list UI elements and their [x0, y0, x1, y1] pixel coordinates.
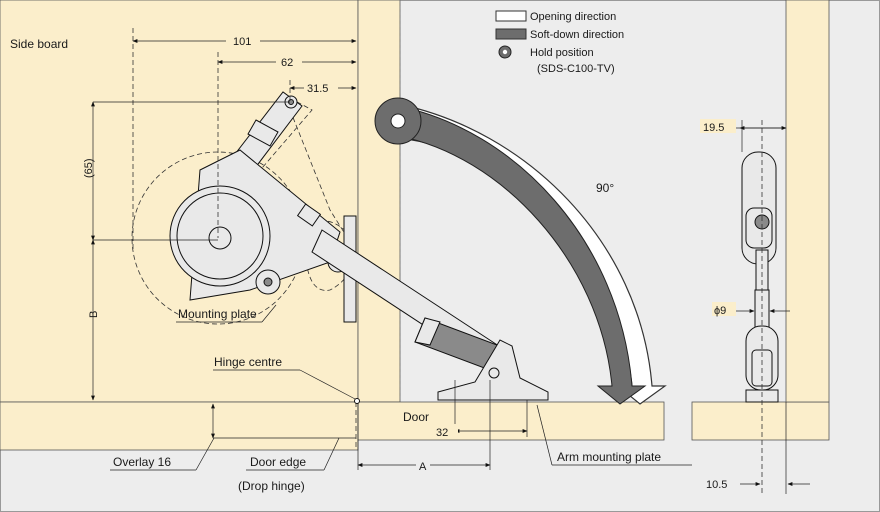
side-board-sideview — [785, 0, 830, 403]
mounting-plate-label: Mounting plate — [178, 307, 257, 321]
opening-arc-arrow: 90° — [374, 97, 667, 405]
legend-opening: Opening direction — [530, 11, 616, 23]
sideview-dimensions: 19.5 ϕ9 10.5 — [700, 119, 810, 494]
legend-softdown: Soft-down direction — [530, 29, 624, 41]
legend-hold-model: (SDS-C100-TV) — [537, 63, 615, 75]
dim-31-5: 31.5 — [307, 83, 328, 95]
door-edge-label: Door edge — [250, 455, 306, 469]
door-label: Door — [403, 410, 429, 424]
door-panel-sideview — [691, 401, 830, 441]
dim-phi9: ϕ9 — [714, 305, 726, 317]
arm-mounting-plate-label: Arm mounting plate — [557, 450, 661, 464]
hinge-mechanism — [131, 91, 549, 401]
door-panel-left — [0, 401, 359, 451]
hinge-centre-point — [354, 398, 360, 404]
legend: Opening direction Soft-down direction Ho… — [495, 10, 624, 75]
dim-b: B — [88, 311, 100, 318]
side-board-panel — [0, 0, 359, 403]
softdown-swatch — [495, 28, 527, 40]
overlay-label: Overlay 16 — [113, 455, 171, 469]
side-board-edge — [357, 0, 401, 403]
dim-19-5: 19.5 — [703, 122, 724, 134]
dim-101: 101 — [233, 36, 251, 48]
dim-65: (65) — [83, 158, 95, 178]
hinge-side-view — [741, 120, 779, 494]
legend-hold: Hold position — [530, 47, 594, 59]
side-board-label: Side board — [10, 37, 68, 51]
dim-10-5: 10.5 — [706, 479, 727, 491]
dim-62: 62 — [281, 57, 293, 69]
hinge-centre-label: Hinge centre — [214, 355, 282, 369]
angle-label: 90° — [596, 181, 614, 195]
dimensions: 101 62 31.5 (65) B A 32 — [83, 28, 528, 473]
opening-swatch — [495, 10, 527, 22]
dim-a: A — [419, 461, 427, 473]
dim-32: 32 — [436, 427, 448, 439]
drop-hinge-label: (Drop hinge) — [238, 479, 305, 493]
